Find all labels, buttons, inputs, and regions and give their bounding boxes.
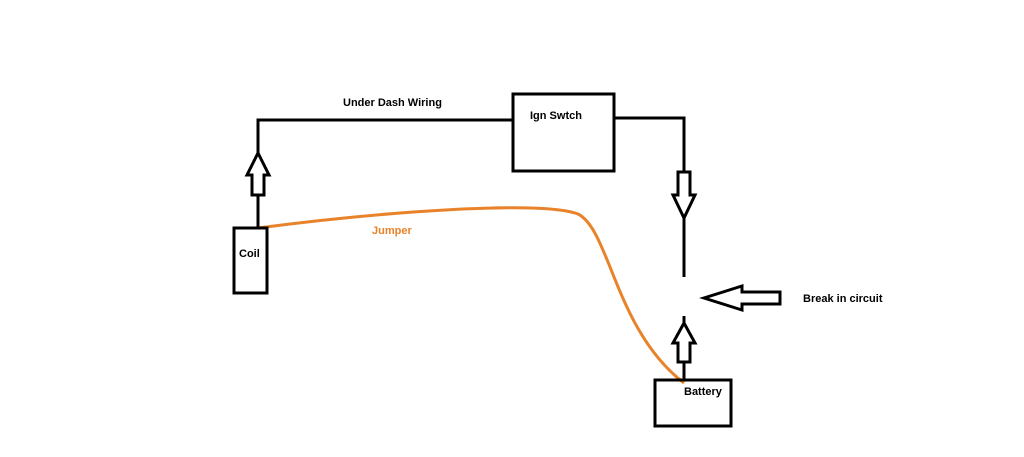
- ign-switch-box: [511, 92, 616, 173]
- jumper-wire: [257, 206, 685, 385]
- battery-label: Battery: [684, 386, 723, 398]
- coil-box: [232, 226, 269, 295]
- battery-up-arrow-icon: [670, 319, 698, 364]
- coil-label: Coil: [239, 248, 260, 260]
- under-dash-label: Under Dash Wiring: [343, 97, 442, 109]
- ign-switch-label: Ign Swtch: [530, 110, 582, 122]
- break-label: Break in circuit: [803, 293, 883, 305]
- jumper-label: Jumper: [372, 225, 412, 237]
- left-arrow-icon: [699, 283, 782, 313]
- switch-to-break-wire: [614, 116, 686, 277]
- up-arrow-icon: [244, 149, 272, 197]
- down-arrow-icon: [670, 170, 698, 222]
- under-dash-wire: [256, 118, 513, 228]
- battery-box: [653, 378, 733, 428]
